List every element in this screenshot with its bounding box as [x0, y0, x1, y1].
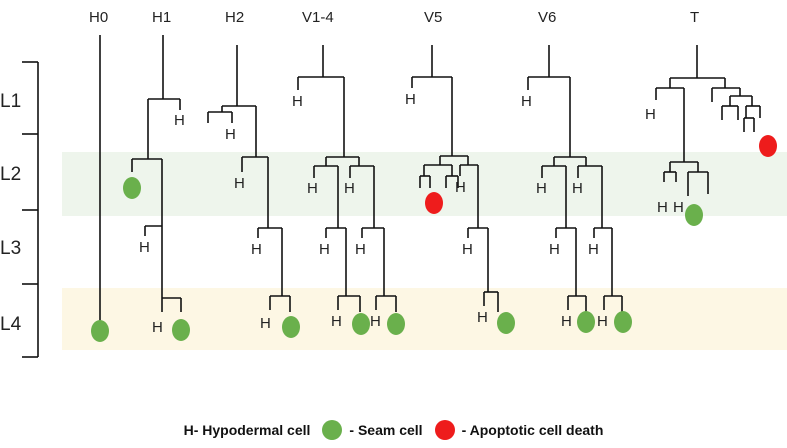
hypodermal-mark: H: [260, 315, 271, 332]
seam-cell: [91, 320, 109, 342]
lineage-label-v1-4: V1-4: [302, 9, 334, 26]
hypodermal-mark: H: [319, 241, 330, 258]
hypodermal-mark: H: [462, 241, 473, 258]
hypodermal-mark: H: [234, 175, 245, 192]
seam-cell: [577, 311, 595, 333]
legend-hypodermal: H- Hypodermal cell: [183, 422, 311, 438]
hypodermal-mark: H: [477, 309, 488, 326]
hypodermal-mark: H: [355, 241, 366, 258]
lineage-label-h2: H2: [225, 9, 244, 26]
apoptotic-cell: [759, 135, 777, 157]
lineage-v1-4-tree: [297, 45, 397, 312]
lineage-label-h0: H0: [89, 9, 108, 26]
hypodermal-mark: H: [549, 241, 560, 258]
hypodermal-mark: H: [139, 239, 150, 256]
seam-cell: [497, 312, 515, 334]
hypodermal-mark: H: [561, 313, 572, 330]
hypodermal-mark: H: [597, 313, 608, 330]
hypodermal-mark: H: [645, 106, 656, 123]
hypodermal-mark: H: [174, 112, 185, 129]
lineage-h2-tree: [207, 45, 291, 312]
hypodermal-mark: H: [588, 241, 599, 258]
hypodermal-mark: H: [455, 179, 466, 196]
seam-cell-legend-icon: [322, 420, 343, 440]
seam-cell: [172, 319, 190, 341]
legend-death: - Apoptotic cell death: [461, 422, 604, 438]
lineage-v5-tree: [411, 45, 499, 312]
hypodermal-mark: H: [331, 313, 342, 330]
hypodermal-mark: H: [673, 199, 684, 216]
stage-bracket: [22, 61, 39, 358]
lineage-v6-tree: [527, 45, 623, 312]
hypodermal-mark: H: [307, 180, 318, 197]
stage-label-l2: L2: [0, 164, 21, 185]
hypodermal-mark: H: [225, 126, 236, 143]
seam-cell: [352, 313, 370, 335]
apoptotic-cell-legend-icon: [434, 420, 455, 440]
hypodermal-mark: H: [657, 199, 668, 216]
lineage-label-h1: H1: [152, 9, 171, 26]
legend-seam: - Seam cell: [349, 422, 423, 438]
legend: H- Hypodermal cell - Seam cell - Apoptot…: [0, 418, 787, 442]
hypodermal-mark: H: [521, 93, 532, 110]
lineage-label-v5: V5: [424, 9, 442, 26]
hypodermal-mark: H: [572, 180, 583, 197]
apoptotic-cell: [425, 192, 443, 214]
hypodermal-mark: H: [152, 319, 163, 336]
seam-cell: [614, 311, 632, 333]
seam-cell: [123, 177, 141, 199]
seam-cell: [282, 316, 300, 338]
seam-cell: [387, 313, 405, 335]
lineage-h1-tree: [131, 35, 182, 312]
hypodermal-mark: H: [251, 241, 262, 258]
seam-cell: [685, 204, 703, 226]
l2-band: [62, 152, 787, 216]
lineage-label-t: T: [690, 9, 699, 26]
hypodermal-marks: H H H H H H H H H H H H H H H H H H H H …: [139, 91, 684, 336]
lineage-label-v6: V6: [538, 9, 556, 26]
lineage-t-tree: [655, 45, 761, 196]
hypodermal-mark: H: [405, 91, 416, 108]
stage-label-l3: L3: [0, 238, 21, 259]
hypodermal-mark: H: [536, 180, 547, 197]
hypodermal-mark: H: [344, 180, 355, 197]
stage-label-l1: L1: [0, 91, 21, 112]
stage-label-l4: L4: [0, 314, 22, 335]
hypodermal-mark: H: [292, 93, 303, 110]
hypodermal-mark: H: [370, 313, 381, 330]
